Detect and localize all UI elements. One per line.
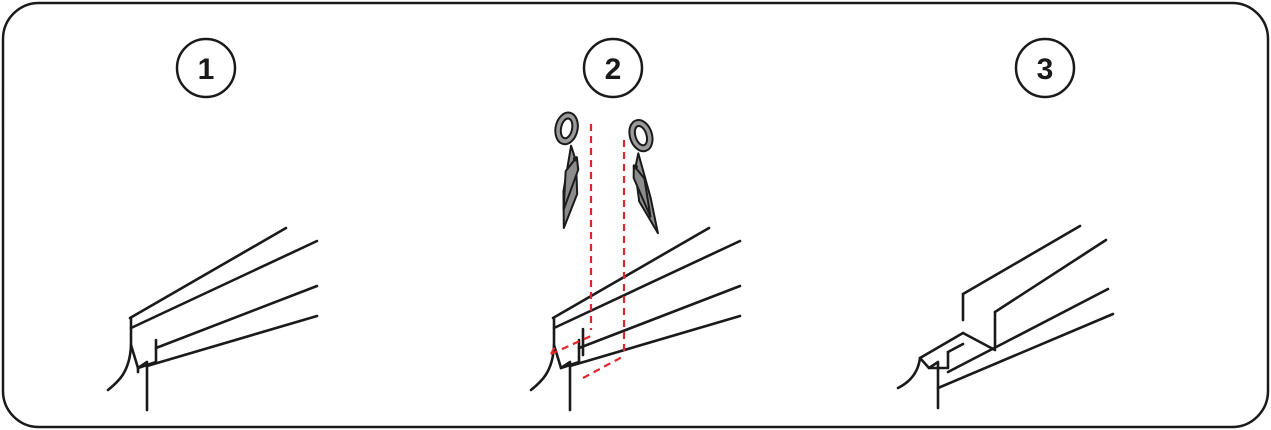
step-1-badge [175,37,237,99]
scissors-icon [554,111,580,229]
step-2: 2 [529,37,742,412]
step-2-number: 2 [605,53,622,86]
step-1-number: 1 [198,53,215,86]
cut-lines [550,124,626,379]
scissors-icon [628,119,659,235]
step-1-profile [106,226,319,412]
step-2-badge [582,37,644,99]
step-2-profile [529,226,742,412]
step-1: 1 [106,37,319,412]
step-3-badge [1014,37,1076,99]
step-3-profile [896,224,1115,410]
step-3-number: 3 [1037,53,1054,86]
step-3: 3 [896,37,1115,410]
